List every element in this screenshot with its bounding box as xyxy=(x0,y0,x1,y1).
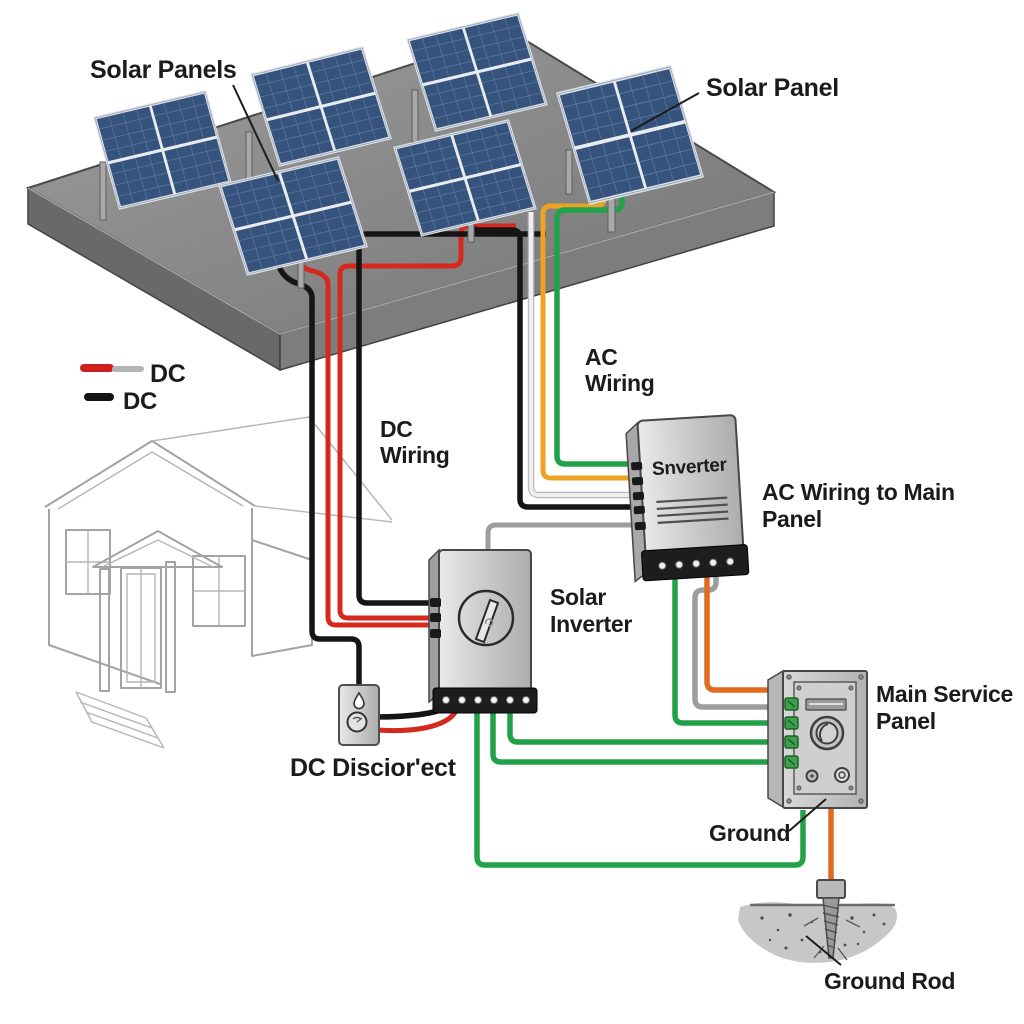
ground-rod-label: Ground Rod xyxy=(824,968,955,994)
main-service-panel-label-line1: Main Service xyxy=(876,681,1013,707)
legend-swatch-black xyxy=(84,393,114,401)
dc-black-wire-1 xyxy=(275,261,362,684)
legend-label-dc-black: DC xyxy=(123,388,157,415)
green-ground-loop-wire xyxy=(474,695,806,868)
ground-rod-threads xyxy=(822,904,840,949)
gray-arrow-wire xyxy=(485,522,637,586)
ac-green-wire xyxy=(554,182,637,467)
dc-red-wire-1 xyxy=(337,223,516,621)
ac-inverter-label: Snverter xyxy=(651,455,728,481)
inverter-vents xyxy=(656,496,729,525)
legend-swatch-gray xyxy=(112,366,144,372)
red-wire-disconnect-to-inverter xyxy=(365,709,459,734)
ground-rod-cap xyxy=(816,879,846,899)
green-wire-solar-inverter-1 xyxy=(507,695,789,745)
dc-disconnect-label: DC Discior'ect xyxy=(290,754,457,782)
ac-inverter-terminals xyxy=(631,461,646,531)
ac-wiring-main-label-line2: Panel xyxy=(762,506,822,532)
dc-wiring-label-line1: DC xyxy=(380,416,413,442)
solar-inverter-box xyxy=(428,548,538,714)
ac-wiring-label-line1: AC xyxy=(585,344,618,370)
green-wire-solar-inverter-2 xyxy=(490,695,789,765)
legend-swatch-red xyxy=(80,364,114,372)
orange-wire-inverter-to-panel xyxy=(704,557,790,693)
ground-label: Ground xyxy=(709,820,790,846)
green-wire-inverter-to-panel-1 xyxy=(672,560,789,726)
ground-rod-leader xyxy=(805,935,842,966)
solar-panel-label: Solar Panel xyxy=(706,74,839,102)
ground-leader xyxy=(788,798,827,832)
inverter-logo-circle xyxy=(457,589,515,647)
soil-cracks xyxy=(803,917,861,961)
inverter-logo-slash xyxy=(474,598,500,644)
diagram-labels: Solar Panels Solar Panel DC Wiring AC Wi… xyxy=(90,56,1013,994)
dc-disconnect-box xyxy=(338,684,380,746)
leader-lines xyxy=(232,84,842,966)
solar-inverter-label-line1: Solar xyxy=(550,584,606,610)
inverter-terminals xyxy=(430,598,441,638)
soil-mound xyxy=(738,902,897,963)
house-porch xyxy=(92,530,223,693)
droplet-icon xyxy=(353,691,365,710)
ac-wiring-main-label-line1: AC Wiring to Main xyxy=(762,479,955,505)
house-outline xyxy=(44,416,393,749)
gray-wire-inverter-to-panel xyxy=(692,560,789,710)
main-service-panel-box xyxy=(767,669,868,809)
ac-white-wire xyxy=(529,212,637,497)
solar-panels-leader xyxy=(232,84,279,182)
main-service-panel-label-line2: Panel xyxy=(876,708,936,734)
panel-screws xyxy=(786,674,864,804)
soil-speckles xyxy=(760,913,886,954)
inverter-terminal-strip xyxy=(432,687,538,714)
solar-panels-label: Solar Panels xyxy=(90,56,236,84)
solar-inverter-label-line2: Inverter xyxy=(550,611,632,637)
house-steps xyxy=(75,691,165,749)
legend: DC DC xyxy=(80,360,186,415)
legend-label-dc-red: DC xyxy=(150,360,186,388)
dc-wiring-label-line2: Wiring xyxy=(380,442,450,468)
ac-inverter-box: Snverter xyxy=(625,414,750,583)
ac-wiring-label-line2: Wiring xyxy=(585,370,655,396)
ground-rod-assembly xyxy=(738,879,897,963)
ac-yellow-wire xyxy=(540,178,637,481)
panel-knob-large xyxy=(834,767,850,783)
lower-wires xyxy=(365,522,834,882)
solar-panel-leader xyxy=(630,92,700,132)
